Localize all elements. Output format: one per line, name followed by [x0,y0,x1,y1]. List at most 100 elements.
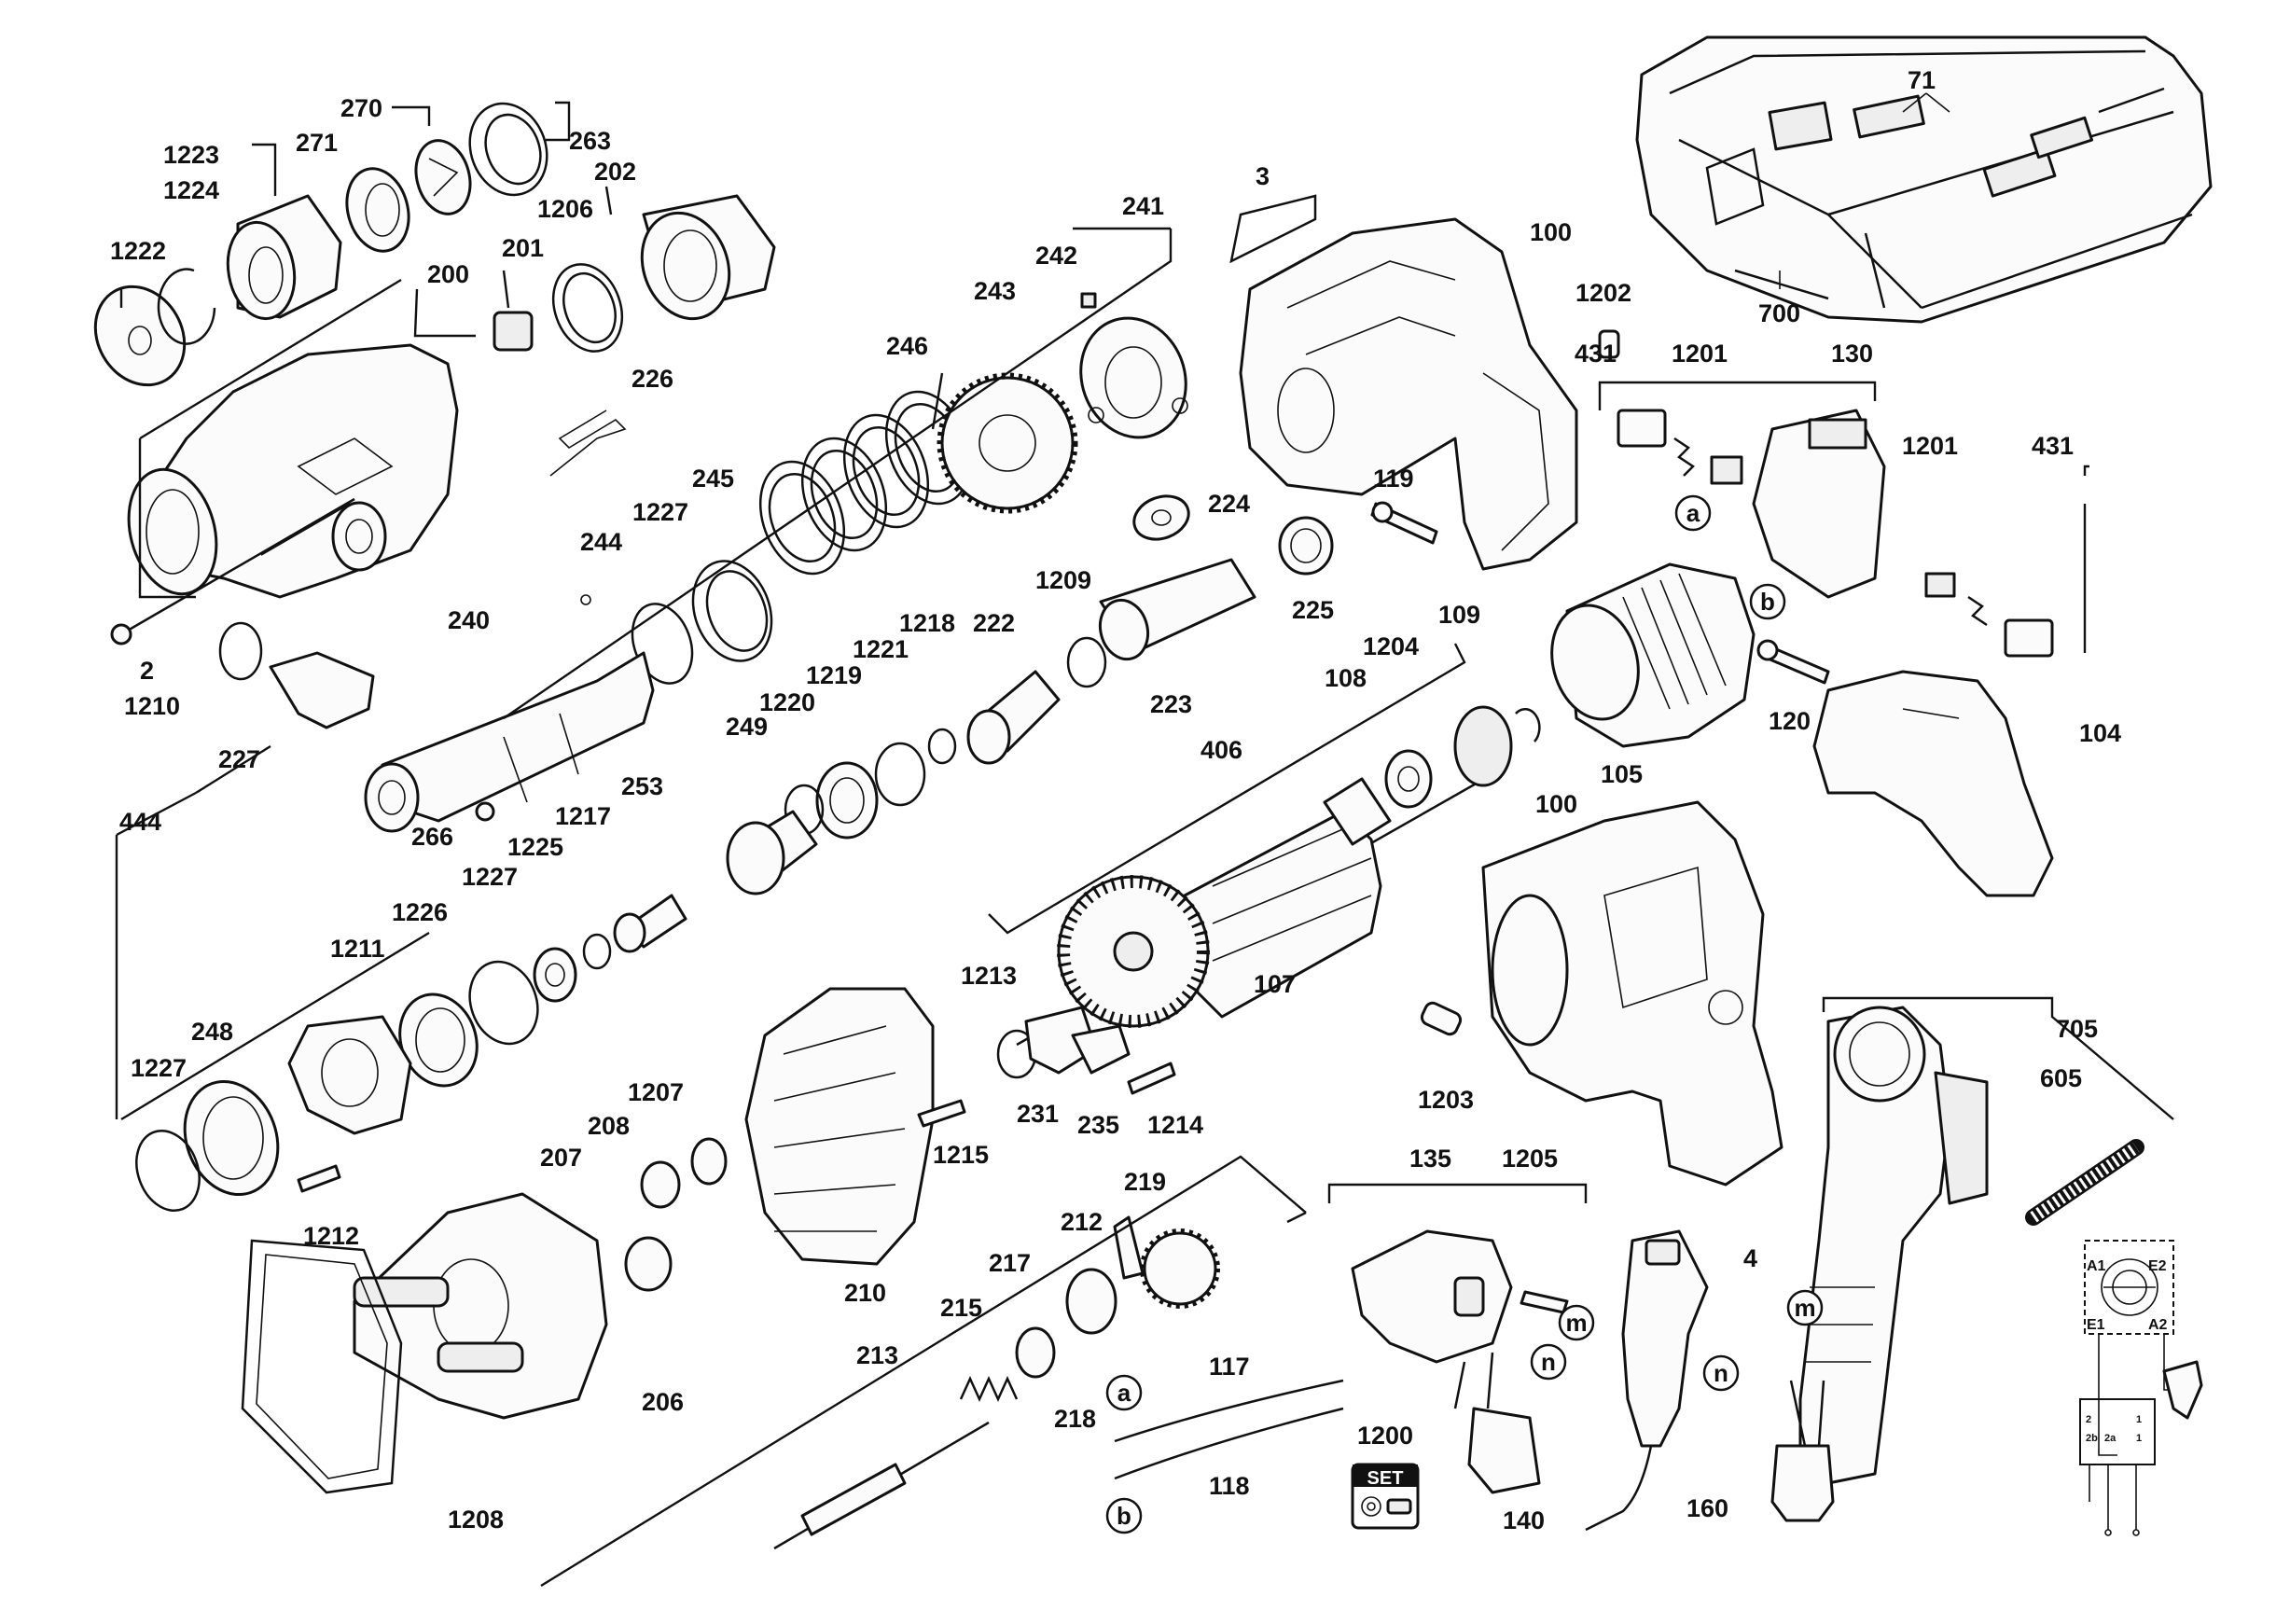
part-label: 118 [1209,1472,1250,1500]
part-label: 208 [588,1112,630,1140]
part-label: 1200 [1357,1422,1413,1450]
part-label: 1213 [961,962,1017,990]
wiring-schematic: A1 E2 E1 A2 2 2b 1 2a 1 [2079,1240,2203,1536]
part-label: 700 [1758,299,1800,327]
part-label: 202 [594,158,636,186]
part-label: 1209 [1035,566,1091,594]
part-label: 1227 [131,1054,187,1082]
part-label: 1207 [628,1078,684,1106]
part-label: 210 [844,1279,886,1307]
part-label: 1222 [110,237,166,265]
part-label: 241 [1122,192,1164,220]
part-label: 207 [540,1144,582,1172]
part-label: 100 [1535,790,1577,818]
part-label: 431 [2032,432,2074,460]
part-label: 1224 [163,176,219,204]
part-label: 1227 [632,498,688,526]
part-label: 222 [973,609,1015,637]
leader-lines [115,92,2174,1588]
part-label: 1206 [537,195,593,223]
wiring-label-a2: A2 [2148,1317,2168,1333]
part-label: 119 [1373,465,1414,493]
motor-group [996,562,1756,1095]
part-label: 1205 [1502,1145,1558,1173]
part-label: 243 [974,277,1016,305]
part-label: 1215 [933,1141,989,1169]
part-label: 4 [1743,1244,1757,1272]
part-label: 223 [1150,690,1192,718]
connector-n-suppressor: n [1714,1359,1728,1387]
part-label: 1226 [392,898,448,926]
part-label: 431 [1575,340,1617,368]
part-label: 219 [1124,1168,1166,1196]
part-label: 246 [886,332,928,360]
connector-m-suppressor: m [1794,1294,1815,1322]
wiring-terminal-2: 2 [2086,1414,2091,1425]
part-label: 444 [119,808,161,836]
part-label: 105 [1601,760,1643,788]
wiring-terminal-11: 1 [2136,1433,2142,1444]
bottom-parts-group: SET [773,1215,1835,1550]
part-label: 225 [1292,596,1334,624]
part-label: 271 [296,129,338,157]
fan-guard-group [241,987,966,1494]
part-label: 226 [631,365,673,393]
connector-n-switch: n [1541,1348,1556,1376]
part-label: 1218 [899,609,955,637]
part-label: 1202 [1575,279,1631,307]
part-label: 218 [1054,1405,1096,1433]
wiring-label-a1: A1 [2087,1258,2106,1274]
part-label: 140 [1503,1506,1545,1534]
connector-b-wire: b [1117,1502,1131,1530]
part-label: 244 [580,528,622,556]
part-label: 117 [1209,1353,1250,1381]
wiring-label-e2: E2 [2148,1258,2167,1274]
carry-case-700 [1635,35,2213,324]
spring-coil [852,425,921,517]
part-label: 107 [1254,970,1296,998]
part-label: 135 [1409,1145,1451,1173]
part-label: 3 [1256,162,1270,190]
part-label: 242 [1035,242,1077,270]
part-label: 1225 [507,833,563,861]
part-label: 2 [140,657,154,685]
part-label: 120 [1769,707,1811,735]
part-label: 1219 [806,661,862,689]
motor-housing-100 [1229,194,1620,571]
side-handle-group [1798,1006,2144,1485]
wiring-label-e1: E1 [2087,1317,2105,1333]
wiring-terminal-2a: 2a [2104,1433,2117,1444]
part-label: 1201 [1902,432,1958,460]
part-label: 1211 [330,935,385,963]
part-label: 1227 [462,863,518,891]
part-label: 266 [411,823,453,851]
part-label: 231 [1017,1100,1059,1128]
part-label: 1220 [759,688,815,716]
connector-a-motor: a [1686,499,1700,527]
part-label: 1223 [163,141,219,169]
part-label: 1214 [1147,1111,1203,1139]
part-label: 248 [191,1018,233,1046]
part-label: 71 [1908,66,1936,94]
part-label: 212 [1061,1208,1103,1236]
part-label: 227 [218,745,260,773]
connector-a-wire: a [1117,1379,1131,1407]
part-label: 605 [2040,1064,2082,1092]
spring-coil [768,472,837,563]
part-label: 130 [1831,340,1873,368]
part-label: 705 [2056,1015,2098,1043]
spindle-group [135,494,1334,1213]
part-label: 1210 [124,692,180,720]
part-label: 1221 [853,635,909,663]
connector-b-motor: b [1760,588,1775,616]
part-label: 249 [726,713,768,741]
spring-coil [800,437,888,552]
part-label: 213 [856,1341,898,1369]
part-label: 1203 [1418,1086,1474,1114]
part-label: 100 [1530,218,1572,246]
part-label: 263 [569,127,611,155]
connector-m-switch: m [1565,1309,1587,1337]
part-label: 235 [1077,1111,1119,1139]
